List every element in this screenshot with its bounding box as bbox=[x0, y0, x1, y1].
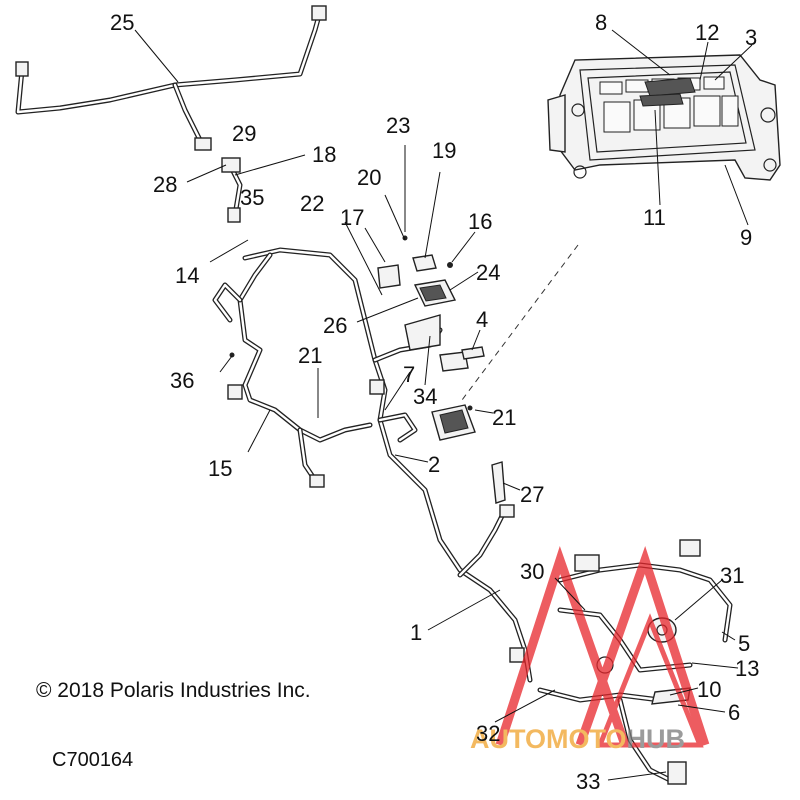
callout-32: 33 bbox=[576, 769, 600, 794]
center-modules bbox=[229, 235, 485, 441]
callout-2: 2 bbox=[428, 452, 440, 477]
watermark-text: AUTOMOTOHUB bbox=[470, 724, 685, 754]
callout-15: 15 bbox=[208, 456, 232, 481]
connector-31 bbox=[221, 157, 243, 223]
copyright-text: © 2018 Polaris Industries Inc. bbox=[36, 679, 311, 702]
callout-12: 12 bbox=[695, 20, 719, 45]
callout-33: 29 bbox=[232, 121, 256, 146]
callouts: 25 29 18 28 35 23 19 20 22 17 16 14 24 2… bbox=[110, 10, 759, 794]
callout-9: 9 bbox=[740, 225, 752, 250]
automotohub-watermark: AUTOMOTOHUB bbox=[470, 545, 710, 754]
callout-11: 11 bbox=[643, 205, 666, 230]
callout-16: 16 bbox=[468, 209, 492, 234]
callout-5: 5 bbox=[738, 631, 750, 656]
callout-21-left: 21 bbox=[298, 343, 322, 368]
callout-18: 18 bbox=[312, 142, 336, 167]
watermark-hub: HUB bbox=[627, 724, 686, 754]
callout-10: 10 bbox=[697, 677, 721, 702]
callout-22: 31 bbox=[720, 563, 744, 588]
leader-lines bbox=[134, 29, 753, 781]
callout-6: 6 bbox=[728, 700, 740, 725]
callout-19: 19 bbox=[432, 138, 456, 163]
callout-21-right: 21 bbox=[492, 405, 516, 430]
callout-31: 28 bbox=[153, 172, 177, 197]
bracket-26 bbox=[491, 461, 506, 504]
watermark-auto: AUTO bbox=[470, 724, 546, 754]
main-harness-1 bbox=[212, 247, 533, 683]
callout-1: 1 bbox=[410, 620, 422, 645]
callout-29: 25 bbox=[110, 10, 134, 35]
callout-27: 24 bbox=[476, 260, 500, 285]
watermark-moto: MOTO bbox=[546, 724, 627, 754]
callout-17: 17 bbox=[340, 205, 364, 230]
callout-35: 35 bbox=[240, 185, 264, 210]
callout-34: 34 bbox=[413, 384, 437, 409]
upper-harness-29 bbox=[15, 5, 327, 151]
callout-14: 13 bbox=[735, 656, 759, 681]
callout-24: 23 bbox=[386, 113, 410, 138]
callout-4: 4 bbox=[476, 307, 488, 332]
callout-3: 3 bbox=[745, 25, 757, 50]
fuse-box-illustration bbox=[547, 54, 781, 181]
callout-28: 26 bbox=[323, 313, 347, 338]
callout-36: 36 bbox=[170, 368, 194, 393]
callout-20: 20 bbox=[357, 165, 381, 190]
callout-7: 7 bbox=[403, 362, 415, 387]
callout-30: 32 bbox=[476, 721, 500, 746]
callout-13: 14 bbox=[175, 263, 199, 288]
callout-25: 30 bbox=[520, 559, 544, 584]
callout-8: 8 bbox=[595, 10, 607, 35]
callout-23: 22 bbox=[300, 191, 324, 216]
callout-26: 27 bbox=[520, 482, 544, 507]
diagram-part-number: C700164 bbox=[52, 749, 133, 771]
